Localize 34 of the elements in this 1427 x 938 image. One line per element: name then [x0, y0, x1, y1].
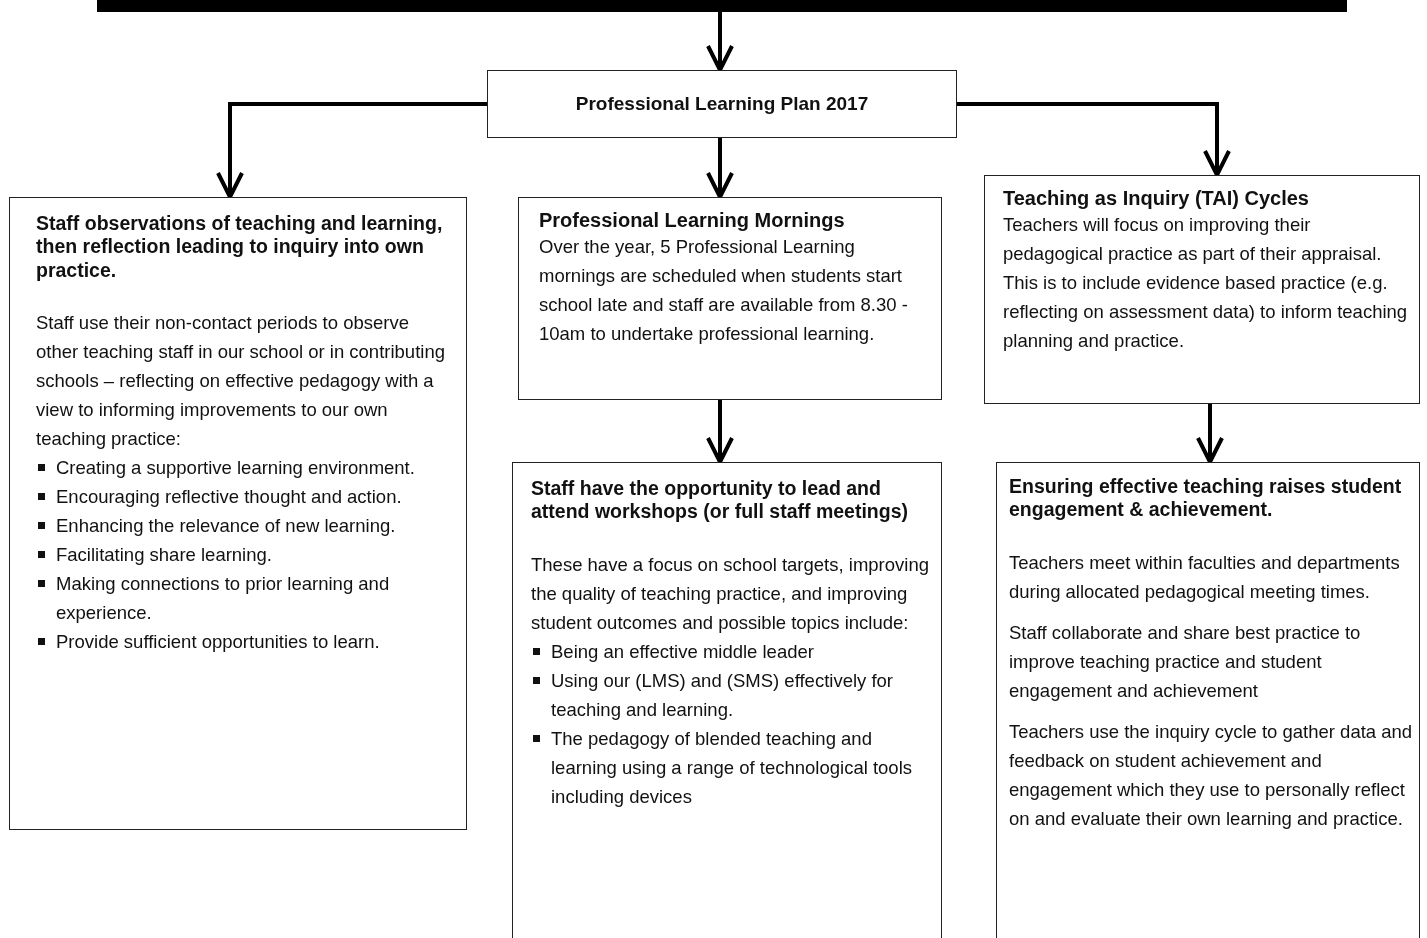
- arrow: [706, 12, 734, 72]
- text-box: [518, 197, 942, 400]
- text-box: [487, 70, 957, 138]
- list-item: Enhancing the relevance of new learning.: [56, 514, 396, 539]
- arrow: [706, 400, 734, 464]
- list-item: Encouraging reflective thought and action.: [56, 485, 402, 510]
- body-text: Teachers will focus on improving their pedagogical practice as part of their appraisal. This is to include evidence based practice (e.g. reflecting on assessment data) to inform teaching planning and practice.: [1003, 213, 1409, 353]
- body-text: Teachers use the inquiry cycle to gather data and feedback on student achievement and engagement which they use to personally reflect on and evaluate their own learning and practice.: [1009, 719, 1413, 831]
- arrow: [706, 138, 734, 199]
- text-box: [9, 197, 467, 830]
- body-text: Staff collaborate and share best practice to improve teaching practice and student engagement and achievement: [1009, 620, 1362, 703]
- list-item: Being an effective middle leader: [551, 639, 814, 664]
- list-item: Using our (LMS) and (SMS) effectively for teaching and learning.: [551, 668, 895, 722]
- body-text: Teachers meet within faculties and departments during allocated pedagogical meeting times.: [1009, 550, 1401, 604]
- box-heading: Staff observations of teaching and learning, then reflection leading to inquiry into own practice.: [36, 212, 444, 283]
- arrow: [216, 102, 487, 199]
- list-item: Creating a supportive learning environment.: [56, 456, 415, 481]
- box-heading: Ensuring effective teaching raises student engagement & achievement.: [1009, 475, 1403, 522]
- box-heading: Staff have the opportunity to lead and attend workshops (or full staff meetings): [531, 477, 910, 524]
- body-text: Staff use their non-contact periods to observe other teaching staff in our school or in contributing schools – reflecting on effective pedagogy with a view to informing improvements to our own teaching practice:: [36, 311, 446, 452]
- text-box: [984, 175, 1420, 404]
- list-item: The pedagogy of blended teaching and learning using a range of technological tools including devices: [551, 726, 913, 809]
- body-text: Over the year, 5 Professional Learning mornings are scheduled when students start school late and staff are available from 8.30 - 10am to undertake professional learning.: [539, 235, 909, 346]
- box-heading: Professional Learning Plan 2017: [575, 92, 869, 116]
- box-heading: Teaching as Inquiry (TAI) Cycles: [1003, 186, 1310, 210]
- list-item: Making connections to prior learning and experience.: [56, 572, 391, 626]
- arrow: [1196, 404, 1224, 464]
- box-heading: Professional Learning Mornings: [539, 208, 846, 232]
- text-box: [996, 462, 1420, 938]
- text-box: [512, 462, 942, 938]
- list-item: Provide sufficient opportunities to learn.: [56, 630, 380, 655]
- arrow: [957, 102, 1231, 177]
- list-item: Facilitating share learning.: [56, 543, 272, 568]
- body-text: These have a focus on school targets, improving the quality of teaching practice, and improving student outcomes and possible topics include:: [531, 552, 929, 635]
